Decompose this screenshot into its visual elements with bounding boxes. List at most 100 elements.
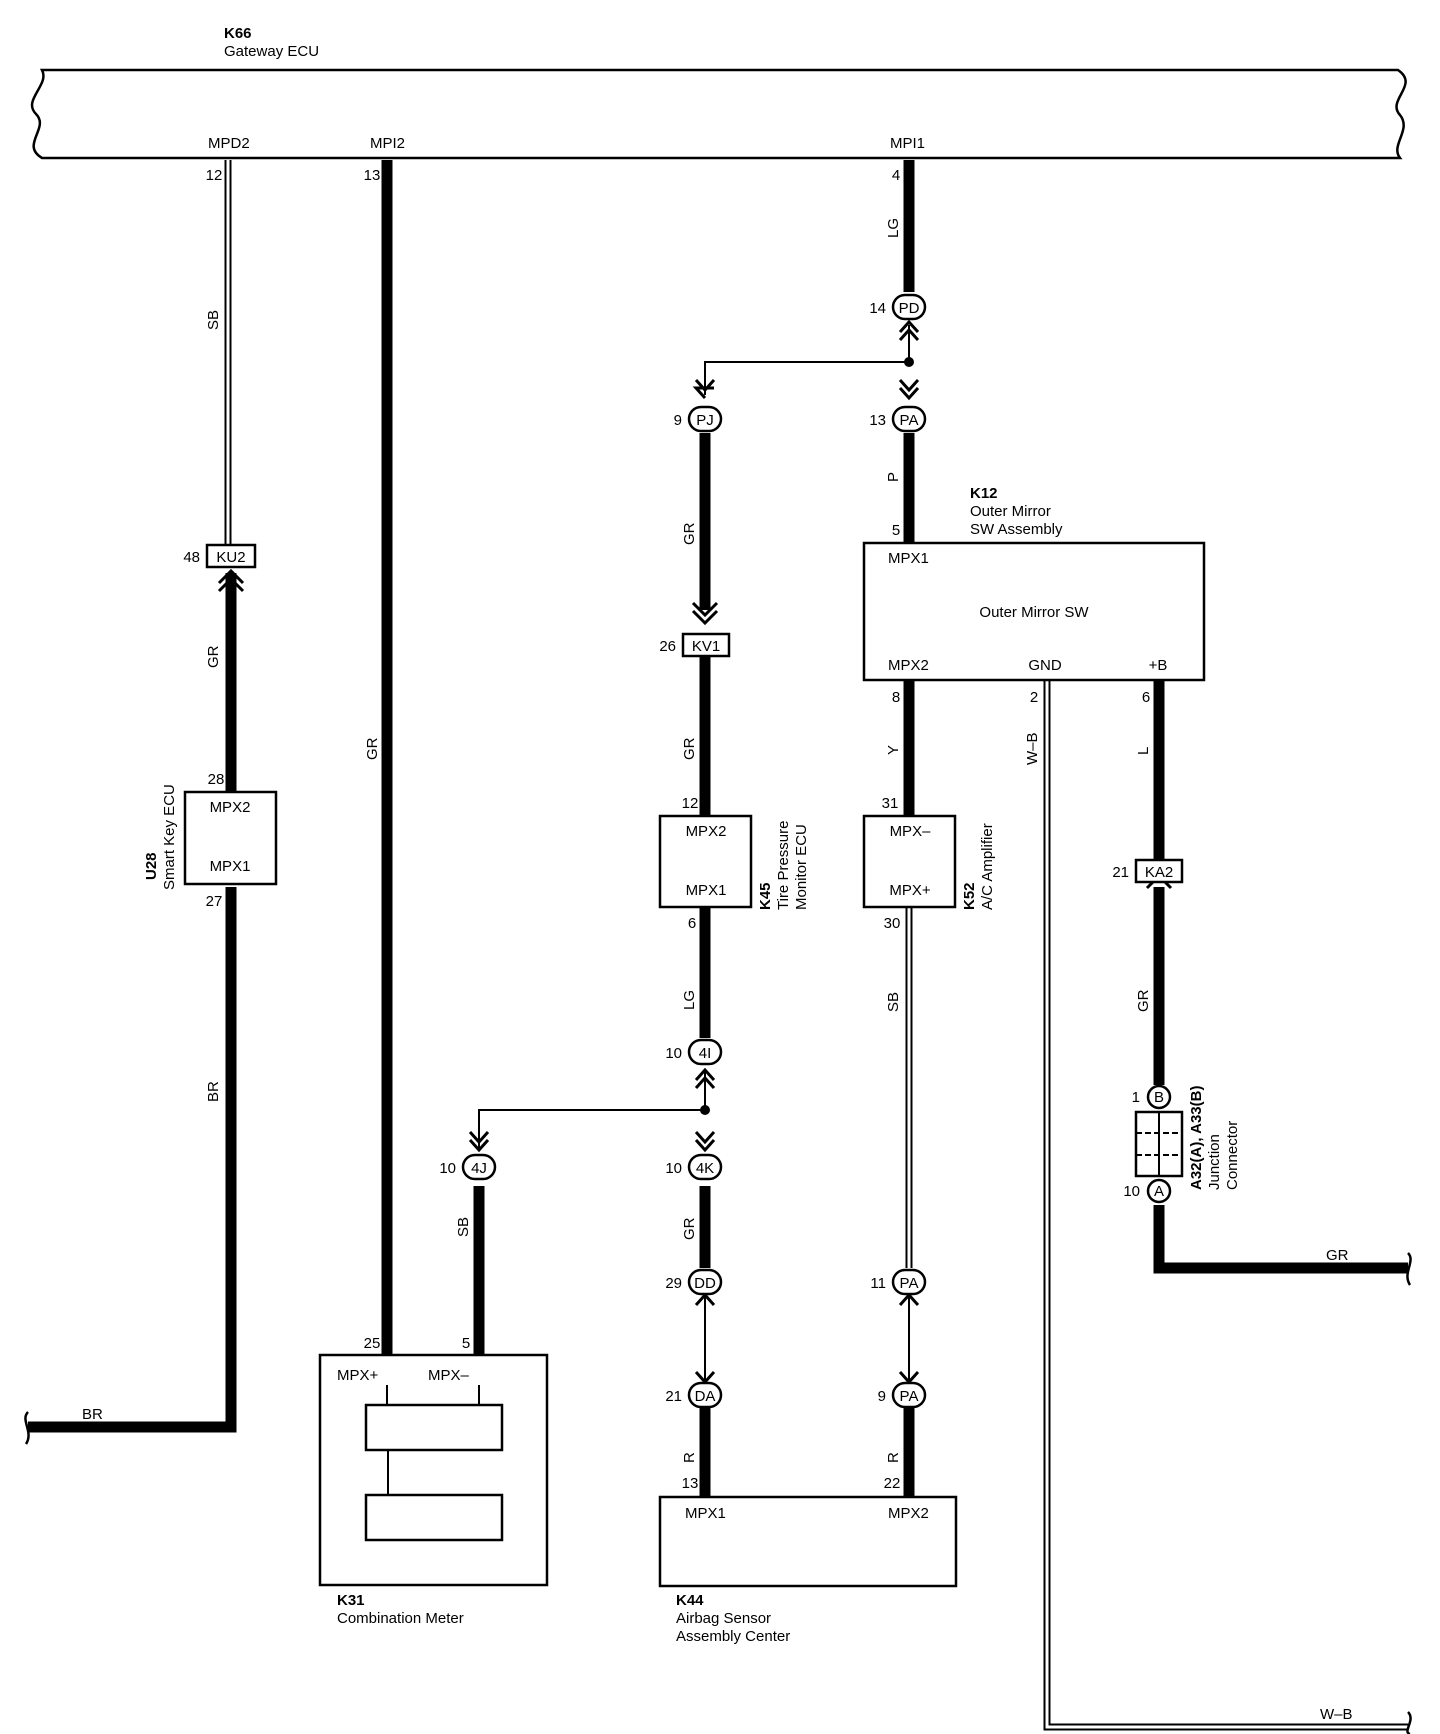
outer-mirror-sw-assembly: K12 Outer Mirror SW Assembly MPX1 Outer … — [862, 485, 1206, 682]
svg-text:K44: K44 — [676, 1592, 704, 1609]
gateway-id: K66 — [224, 25, 252, 42]
connector-kv1: KV1 — [681, 632, 731, 658]
svg-text:GR: GR — [681, 737, 698, 760]
svg-text:MPX1: MPX1 — [888, 550, 929, 567]
svg-text:K31: K31 — [337, 1592, 365, 1609]
pin-numbers: 12 13 4 14 9 13 5 48 26 8 2 6 12 31 21 6… — [183, 167, 1150, 1492]
svg-text:MPX+: MPX+ — [889, 882, 931, 899]
svg-text:DA: DA — [695, 1388, 716, 1405]
connector-pa-1: PA — [891, 405, 927, 433]
svg-text:MPX–: MPX– — [428, 1367, 470, 1384]
svg-text:21: 21 — [1112, 864, 1129, 881]
svg-text:KU2: KU2 — [216, 549, 245, 566]
svg-text:27: 27 — [206, 893, 223, 910]
connector-dd: DD — [687, 1268, 723, 1296]
connector-pj: PJ — [687, 405, 723, 433]
svg-text:28: 28 — [208, 771, 225, 788]
svg-text:P: P — [885, 472, 902, 482]
svg-text:A32(A), A33(B): A32(A), A33(B) — [1188, 1086, 1205, 1190]
svg-text:GR: GR — [205, 645, 222, 668]
svg-text:PD: PD — [899, 300, 920, 317]
svg-text:MPX2: MPX2 — [888, 1505, 929, 1522]
tire-pressure-monitor-ecu: MPX2 MPX1 K45 Tire Pressure Monitor ECU — [658, 814, 810, 910]
svg-text:13: 13 — [869, 412, 886, 429]
svg-text:MPX2: MPX2 — [210, 799, 251, 816]
svg-text:BR: BR — [205, 1081, 222, 1102]
svg-text:11: 11 — [870, 1275, 886, 1292]
svg-text:SB: SB — [455, 1217, 472, 1237]
break-mark-br — [24, 1411, 30, 1445]
svg-text:4: 4 — [892, 167, 900, 184]
svg-text:K12: K12 — [970, 485, 998, 502]
svg-text:8: 8 — [892, 689, 900, 706]
svg-text:GR: GR — [1135, 989, 1152, 1012]
svg-text:30: 30 — [884, 915, 901, 932]
svg-text:SB: SB — [885, 992, 902, 1012]
wire-color-labels: SB LG GR P GR GR GR Y W–B L BR LG SB GR … — [82, 218, 1353, 1723]
wire-gr-out — [1153, 1205, 1408, 1274]
svg-text:13: 13 — [682, 1475, 699, 1492]
svg-text:GR: GR — [681, 1217, 698, 1240]
svg-text:PA: PA — [900, 1388, 919, 1405]
svg-text:Junction: Junction — [1206, 1134, 1223, 1190]
connector-pd: PD — [891, 293, 927, 321]
svg-text:4J: 4J — [471, 1160, 487, 1177]
svg-text:14: 14 — [869, 300, 886, 317]
svg-text:W–B: W–B — [1024, 732, 1041, 765]
connector-da: DA — [687, 1381, 723, 1409]
wire-branch-4j — [478, 1072, 706, 1150]
svg-text:L: L — [1135, 747, 1152, 755]
ac-amplifier: MPX– MPX+ K52 A/C Amplifier — [862, 814, 996, 910]
svg-text:21: 21 — [665, 1388, 682, 1405]
svg-text:K45: K45 — [757, 882, 774, 910]
svg-text:Tire Pressure: Tire Pressure — [775, 821, 792, 910]
splice-dot-1 — [904, 357, 914, 367]
svg-text:Outer Mirror SW: Outer Mirror SW — [979, 604, 1089, 621]
svg-text:B: B — [1154, 1089, 1164, 1106]
svg-text:DD: DD — [694, 1275, 716, 1292]
gateway-pin-mpi1: MPI1 — [890, 135, 925, 152]
smart-key-ecu: MPX2 MPX1 28 27 U28 Smart Key ECU — [143, 771, 278, 910]
svg-text:R: R — [681, 1452, 698, 1463]
svg-text:9: 9 — [674, 412, 682, 429]
svg-text:A/C Amplifier: A/C Amplifier — [979, 823, 996, 910]
svg-text:KV1: KV1 — [692, 638, 720, 655]
svg-text:PA: PA — [900, 412, 919, 429]
break-mark-wb — [1406, 1711, 1412, 1734]
svg-text:GND: GND — [1028, 657, 1062, 674]
gateway-pin-mpi2: MPI2 — [370, 135, 405, 152]
svg-text:PJ: PJ — [696, 412, 714, 429]
svg-text:MPX1: MPX1 — [685, 1505, 726, 1522]
combination-meter: MPX+ MPX– K31 Combination Meter — [318, 1353, 549, 1627]
svg-text:GR: GR — [1326, 1247, 1349, 1264]
svg-text:10: 10 — [1123, 1183, 1140, 1200]
svg-text:GR: GR — [681, 522, 698, 545]
connector-ka2: KA2 — [1134, 858, 1184, 884]
svg-text:W–B: W–B — [1320, 1706, 1353, 1723]
svg-text:10: 10 — [665, 1045, 682, 1062]
svg-text:29: 29 — [665, 1275, 682, 1292]
svg-text:4I: 4I — [699, 1045, 712, 1062]
svg-text:K52: K52 — [961, 882, 978, 910]
svg-text:PA: PA — [900, 1275, 919, 1292]
svg-text:SB: SB — [205, 310, 222, 330]
svg-text:U28: U28 — [143, 852, 160, 880]
svg-text:Airbag Sensor: Airbag Sensor — [676, 1610, 771, 1627]
connector-ku2: KU2 — [205, 543, 257, 569]
svg-text:10: 10 — [665, 1160, 682, 1177]
svg-text:2: 2 — [1030, 689, 1038, 706]
connector-4j: 4J — [461, 1153, 497, 1181]
svg-text:Connector: Connector — [1224, 1121, 1241, 1190]
svg-text:12: 12 — [206, 167, 223, 184]
svg-text:LG: LG — [681, 990, 698, 1010]
svg-text:+B: +B — [1149, 657, 1168, 674]
svg-text:Monitor ECU: Monitor ECU — [793, 824, 810, 910]
svg-text:Assembly Center: Assembly Center — [676, 1628, 790, 1645]
svg-text:22: 22 — [884, 1475, 901, 1492]
svg-text:25: 25 — [364, 1335, 381, 1352]
connector-pa-2: PA — [891, 1268, 927, 1296]
svg-text:5: 5 — [462, 1335, 470, 1352]
splice-dot-2 — [700, 1105, 710, 1115]
wire-br-smartkey — [28, 887, 237, 1433]
chevrons — [217, 319, 1173, 1385]
